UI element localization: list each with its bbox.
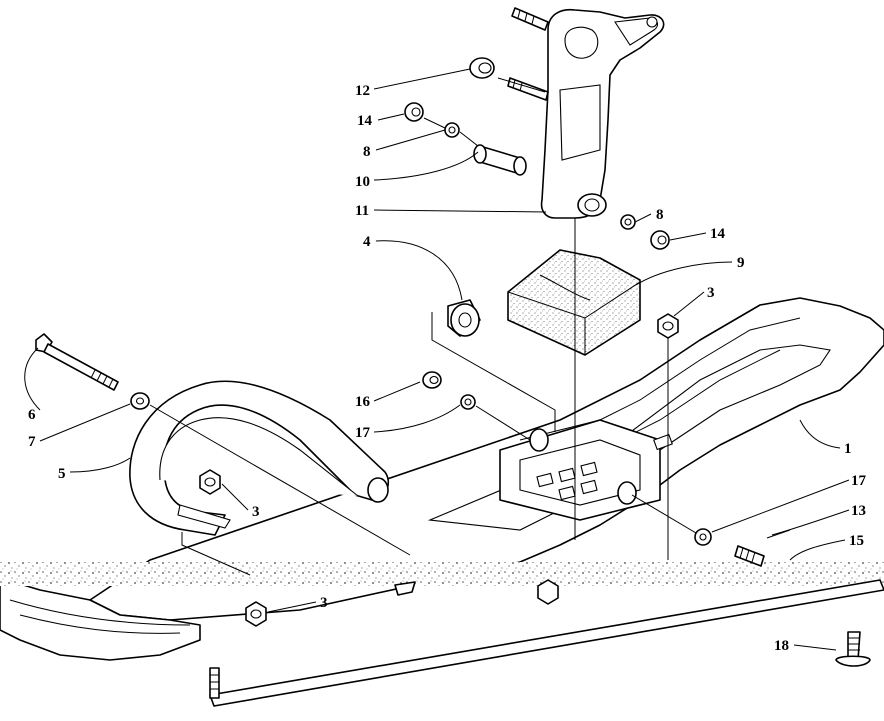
callout-15: 15 bbox=[849, 533, 864, 549]
callout-3-bottom: 3 bbox=[320, 595, 328, 611]
callout-9: 9 bbox=[737, 255, 745, 271]
callout-11: 11 bbox=[355, 203, 369, 219]
callout-16: 16 bbox=[355, 394, 371, 410]
callout-6: 6 bbox=[28, 407, 36, 423]
nut-bottom bbox=[245, 601, 267, 627]
callout-5: 5 bbox=[58, 466, 66, 482]
callout-7: 7 bbox=[28, 434, 36, 450]
spindle-pad bbox=[507, 249, 641, 356]
callout-1: 1 bbox=[844, 441, 852, 457]
callout-leaders bbox=[24, 68, 850, 651]
ski-hardware bbox=[422, 371, 871, 667]
callout-13: 13 bbox=[851, 503, 866, 519]
callout-8-right: 8 bbox=[656, 207, 664, 223]
callout-14-upper: 14 bbox=[357, 113, 373, 129]
spindle bbox=[507, 7, 665, 219]
ski-bolt bbox=[35, 333, 150, 410]
callout-10: 10 bbox=[355, 174, 370, 190]
nut-underside bbox=[537, 579, 559, 605]
callout-14-right: 14 bbox=[710, 226, 726, 242]
callout-8-upper: 8 bbox=[363, 144, 371, 160]
callout-17-left: 17 bbox=[355, 425, 371, 441]
nut-handle bbox=[199, 469, 221, 495]
callout-12: 12 bbox=[355, 83, 370, 99]
nut-top bbox=[657, 313, 679, 339]
callout-3-top: 3 bbox=[707, 285, 715, 301]
callout-18: 18 bbox=[774, 638, 789, 654]
callout-17-right: 17 bbox=[851, 473, 867, 489]
callout-3-handle: 3 bbox=[252, 504, 260, 520]
callout-labels: 12 14 8 10 11 8 14 4 9 3 16 17 6 7 1 5 3… bbox=[28, 83, 867, 654]
wear-bar bbox=[209, 579, 884, 707]
spindle-hardware bbox=[404, 57, 670, 250]
ski-body bbox=[0, 297, 884, 661]
bushing bbox=[447, 299, 481, 337]
callout-4: 4 bbox=[363, 234, 371, 250]
snow-surface bbox=[0, 562, 884, 586]
